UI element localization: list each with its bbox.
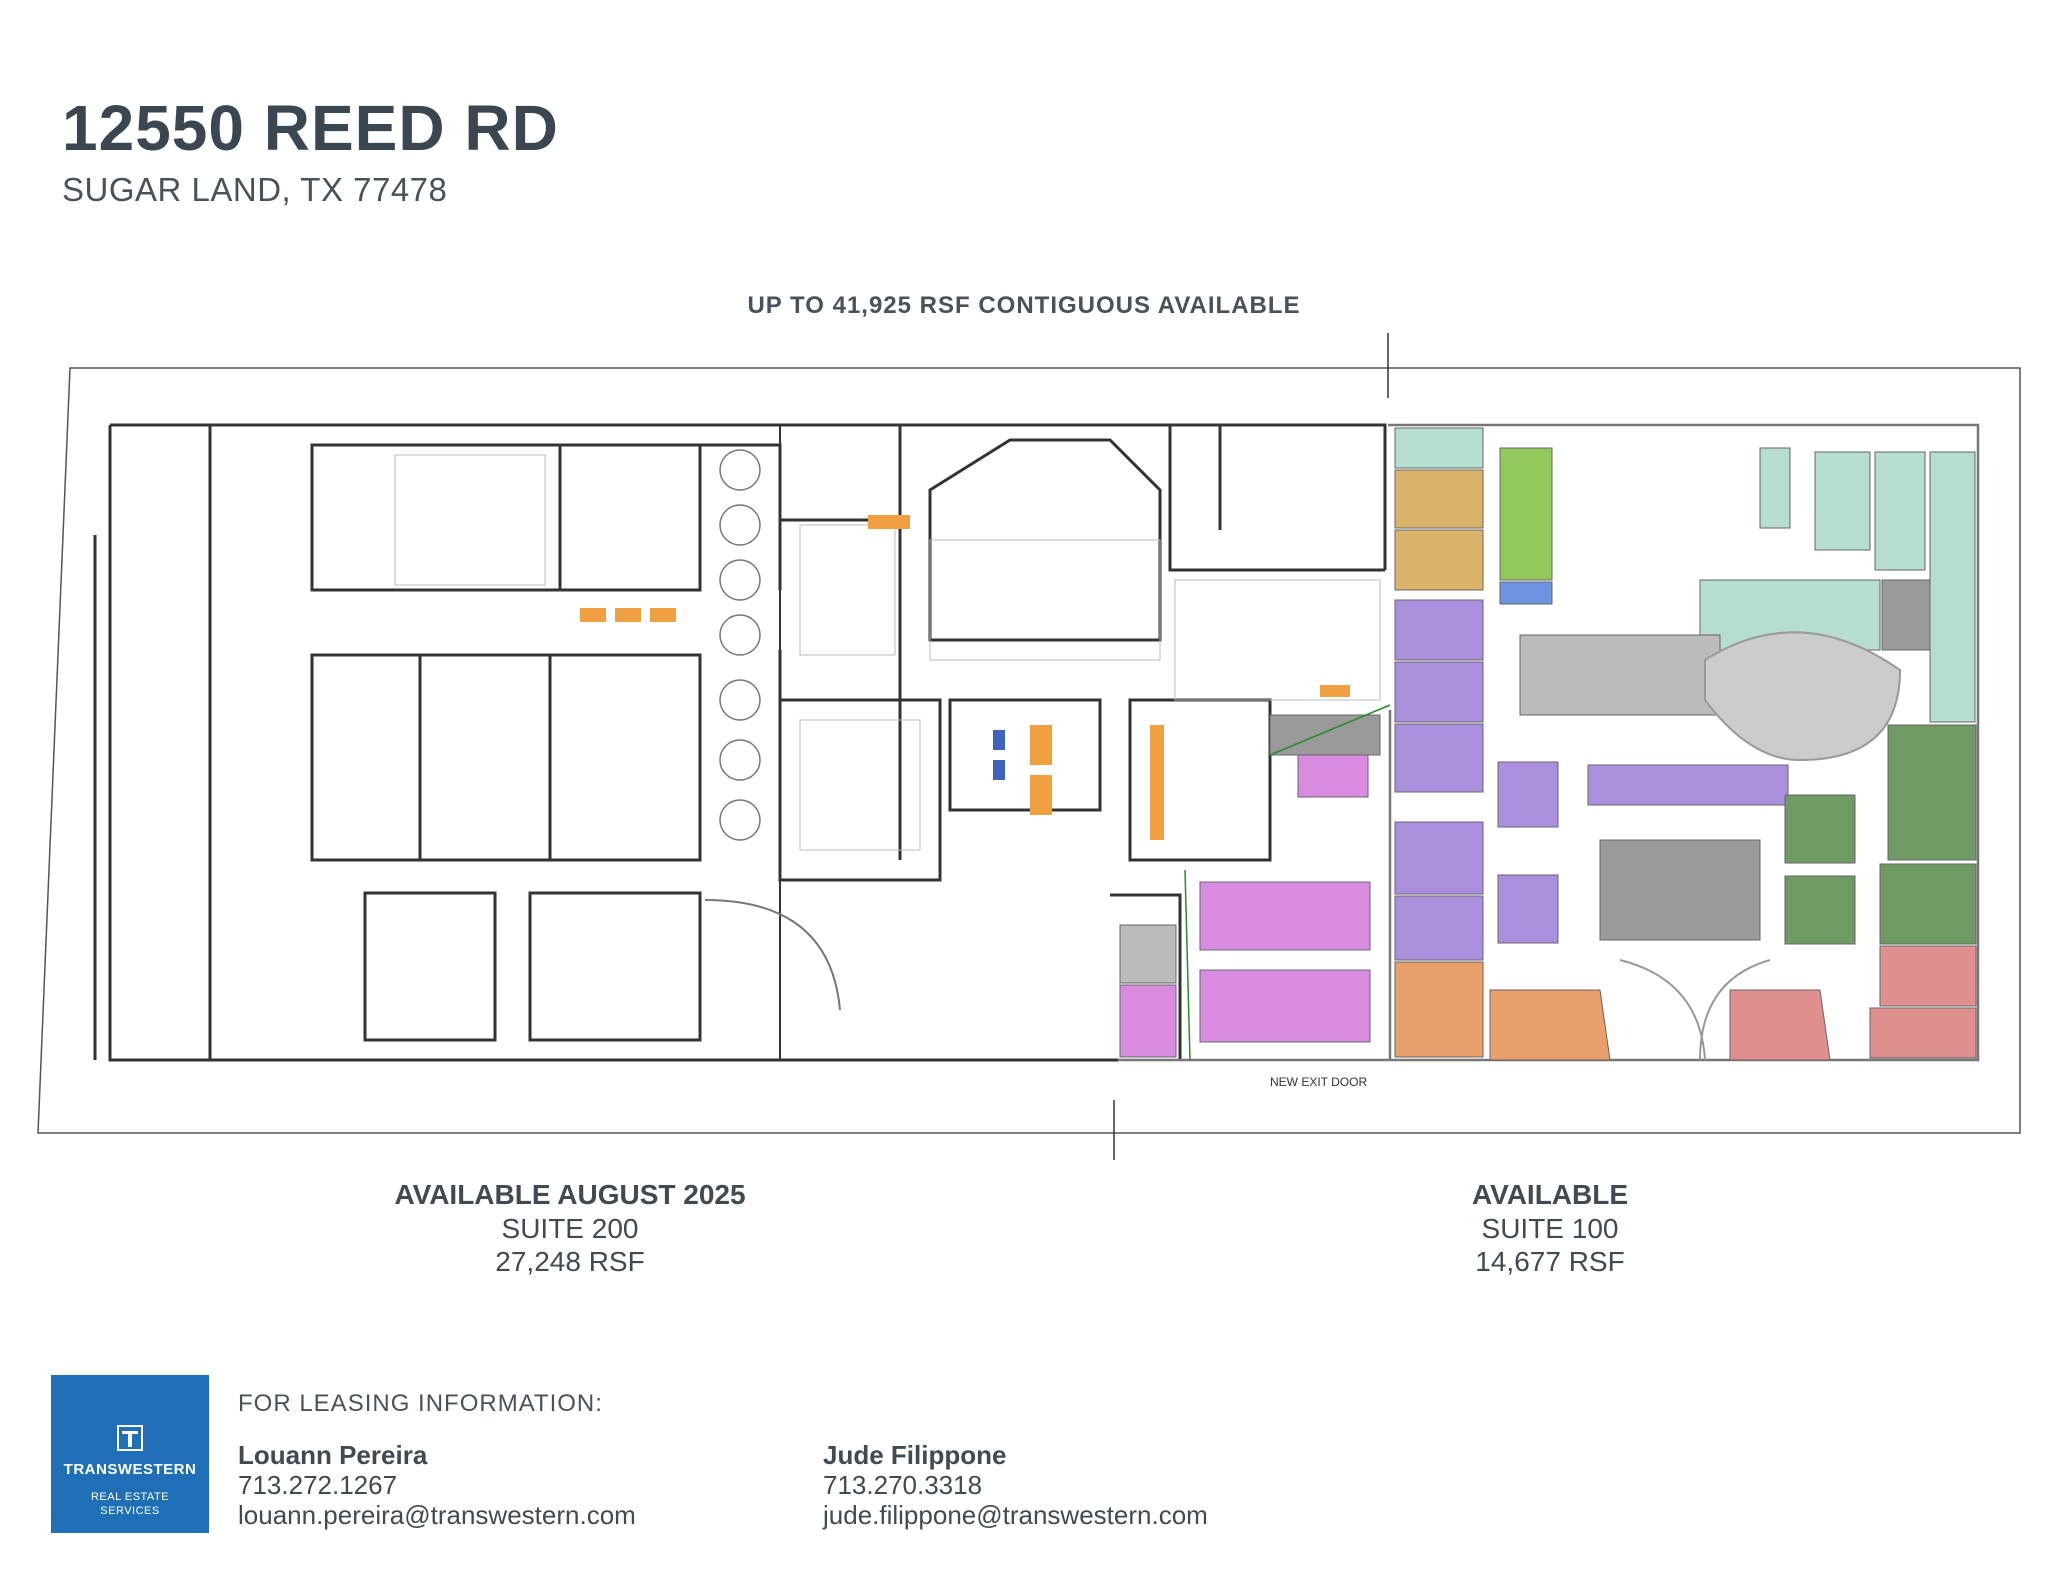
suite-100-status: AVAILABLE — [1471, 1179, 1629, 1210]
exit-door-label: NEW EXIT DOOR — [1270, 1075, 1367, 1089]
suite-100-name: SUITE 100 — [1481, 1212, 1619, 1244]
suite-200-block: AVAILABLE AUGUST 2025 SUITE 200 27,248 R… — [290, 1178, 850, 1279]
transwestern-mark-icon — [117, 1425, 143, 1451]
leasing-info-label: FOR LEASING INFORMATION: — [238, 1390, 603, 1417]
suite-200-area: 27,248 RSF — [495, 1246, 645, 1278]
logo-tagline-line2: SERVICES — [100, 1505, 160, 1518]
contact-card: Jude Filippone 713.270.3318 jude.filippo… — [823, 1440, 1208, 1530]
contact-card: Louann Pereira 713.272.1267 louann.perei… — [238, 1440, 636, 1530]
contact-name: Jude Filippone — [823, 1440, 1007, 1470]
contact-phone[interactable]: 713.270.3318 — [823, 1470, 983, 1501]
contiguous-caption: UP TO 41,925 RSF CONTIGUOUS AVAILABLE — [747, 292, 1301, 319]
contact-email[interactable]: jude.filippone@transwestern.com — [823, 1500, 1208, 1531]
suite-100-area: 14,677 RSF — [1475, 1246, 1625, 1278]
address-subtitle: SUGAR LAND, TX 77478 — [62, 171, 448, 208]
suite-200-status: AVAILABLE AUGUST 2025 — [394, 1179, 746, 1210]
transwestern-logo: TRANSWESTERN REAL ESTATE SERVICES — [51, 1375, 209, 1533]
contact-name: Louann Pereira — [238, 1440, 428, 1470]
logo-name: TRANSWESTERN — [63, 1461, 197, 1478]
suite-200-name: SUITE 200 — [501, 1212, 639, 1244]
suite-100-block: AVAILABLE SUITE 100 14,677 RSF — [1270, 1178, 1830, 1279]
logo-tagline: REAL ESTATE SERVICES — [51, 1490, 209, 1519]
logo-tagline-line1: REAL ESTATE — [90, 1491, 170, 1503]
contact-email[interactable]: louann.pereira@transwestern.com — [238, 1500, 636, 1531]
contact-phone[interactable]: 713.272.1267 — [238, 1470, 398, 1501]
page-title: 12550 REED RD — [62, 92, 559, 164]
